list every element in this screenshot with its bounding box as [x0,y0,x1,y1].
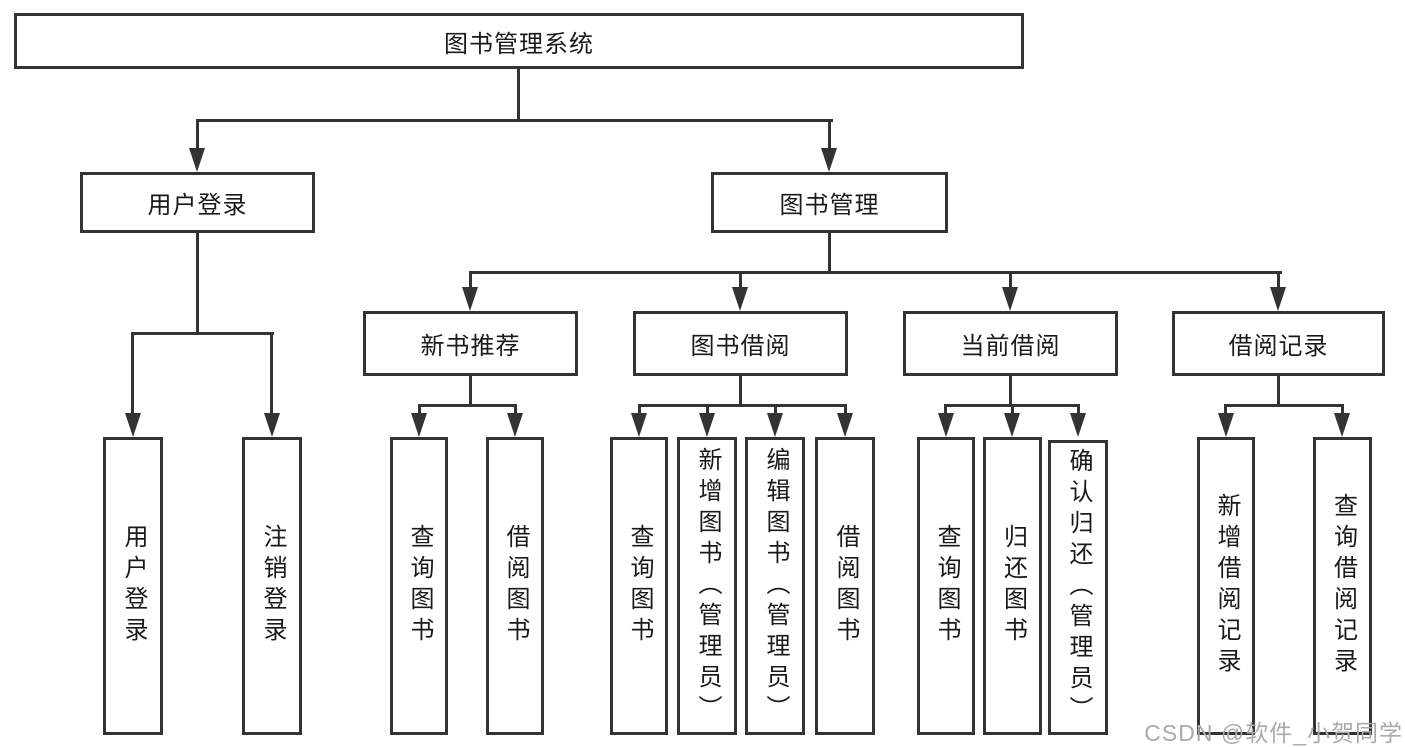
connector-drop-leaf-logout [270,332,273,415]
arrow-current-borrow [1002,287,1018,311]
arrow-book-borrow [732,287,748,311]
connector-drop-book-mgmt [828,119,831,150]
leaf-nb-query-books: 查询图书 [390,437,448,735]
arrow-bb-leaf1 [631,413,647,437]
arrow-new-book [462,287,478,311]
connector-root-stem [517,67,520,121]
arrow-user-login [189,148,205,172]
leaf-logout: 注销登录 [242,437,302,735]
arrow-nb-leaf1 [411,413,427,437]
connector-drop-bb-leaf1 [638,404,641,415]
leaf-bb-borrow-books-label: 借阅图书 [832,524,859,648]
leaf-bb-add-books-admin: 新增图书（管理员） [677,437,737,735]
arrow-cb-leaf3 [1070,413,1086,437]
connector-new-book-stem [469,374,472,407]
leaf-br-query-record: 查询借阅记录 [1313,437,1372,735]
connector-drop-bb-leaf2 [706,404,709,415]
arrow-cb-leaf2 [1004,413,1020,437]
leaf-cb-return-books-label: 归还图书 [999,524,1027,648]
arrow-borrow-records [1270,287,1286,311]
connector-drop-br-leaf1 [1224,404,1227,415]
node-borrow-records-label: 借阅记录 [1228,333,1329,360]
node-book-mgmt-label: 图书管理 [779,192,880,219]
arrow-nb-leaf2 [507,413,523,437]
node-borrow-records: 借阅记录 [1172,311,1385,376]
connector-drop-cb-leaf1 [944,404,947,415]
node-current-borrow-label: 当前借阅 [960,333,1061,360]
arrow-leaf-login [125,413,141,437]
leaf-bb-edit-books-admin-label: 编辑图书（管理员） [762,446,789,726]
connector-level2-branch [196,119,833,122]
arrow-bb-leaf2 [699,413,715,437]
csdn-watermark: CSDN @软件_小贺同学 [1144,720,1403,746]
connector-borrow-records-branch [1224,404,1344,407]
node-user-login: 用户登录 [80,172,315,233]
node-user-login-label: 用户登录 [147,192,248,219]
connector-drop-nb-leaf1 [418,404,421,415]
leaf-bb-query-books-label: 查询图书 [626,524,653,648]
node-book-mgmt: 图书管理 [711,172,948,233]
leaf-cb-confirm-return-admin: 确认归还（管理员） [1048,440,1108,735]
node-root: 图书管理系统 [14,13,1024,69]
leaf-logout-label: 注销登录 [259,524,286,648]
leaf-bb-add-books-admin-label: 新增图书（管理员） [694,446,721,726]
leaf-br-add-record-label: 新增借阅记录 [1213,493,1240,679]
leaf-user-login-label: 用户登录 [120,524,147,648]
leaf-bb-borrow-books: 借阅图书 [815,437,875,735]
connector-drop-book-borrow [739,271,742,289]
connector-new-book-branch [418,404,517,407]
connector-book-mgmt-stem [828,232,831,273]
connector-drop-bb-leaf3 [774,404,777,415]
connector-book-borrow-branch [638,404,846,407]
connector-user-login-branch [131,332,274,335]
connector-drop-br-leaf2 [1341,404,1344,415]
connector-drop-cb-leaf3 [1077,404,1080,415]
leaf-nb-borrow-books: 借阅图书 [486,437,544,735]
arrow-br-leaf1 [1218,413,1234,437]
connector-drop-user-login [196,119,199,150]
arrow-bb-leaf3 [767,413,783,437]
node-root-label: 图书管理系统 [444,30,594,58]
connector-drop-bb-leaf4 [844,404,847,415]
leaf-cb-confirm-return-admin-label: 确认归还（管理员） [1065,448,1092,727]
connector-book-borrow-stem [739,374,742,407]
connector-current-borrow-stem [1009,374,1012,407]
node-new-book-label: 新书推荐 [420,333,521,360]
connector-drop-borrow-records [1277,271,1280,289]
connector-borrow-records-stem [1277,374,1280,407]
connector-drop-new-book [469,271,472,289]
leaf-nb-query-books-label: 查询图书 [406,524,433,648]
connector-drop-current-borrow [1009,271,1012,289]
leaf-cb-query-books-label: 查询图书 [933,524,960,648]
leaf-user-login: 用户登录 [103,437,163,735]
leaf-br-query-record-label: 查询借阅记录 [1329,493,1357,679]
node-current-borrow: 当前借阅 [903,311,1118,376]
leaf-cb-return-books: 归还图书 [983,437,1042,735]
connector-user-login-stem [196,232,199,334]
node-book-borrow-label: 图书借阅 [690,333,791,360]
connector-drop-leaf-login [131,332,134,415]
arrow-leaf-logout [264,413,280,437]
node-book-borrow: 图书借阅 [633,311,848,376]
leaf-nb-borrow-books-label: 借阅图书 [502,524,529,648]
connector-drop-cb-leaf2 [1011,404,1014,415]
connector-drop-nb-leaf2 [514,404,517,415]
arrow-cb-leaf1 [938,413,954,437]
node-new-book: 新书推荐 [363,311,578,376]
leaf-bb-query-books: 查询图书 [610,437,668,735]
arrow-book-mgmt [821,148,837,172]
leaf-br-add-record: 新增借阅记录 [1197,437,1255,735]
arrow-br-leaf2 [1334,413,1350,437]
leaf-bb-edit-books-admin: 编辑图书（管理员） [745,437,805,735]
connector-level3-branch [469,271,1282,274]
arrow-bb-leaf4 [837,413,853,437]
leaf-cb-query-books: 查询图书 [917,437,975,735]
